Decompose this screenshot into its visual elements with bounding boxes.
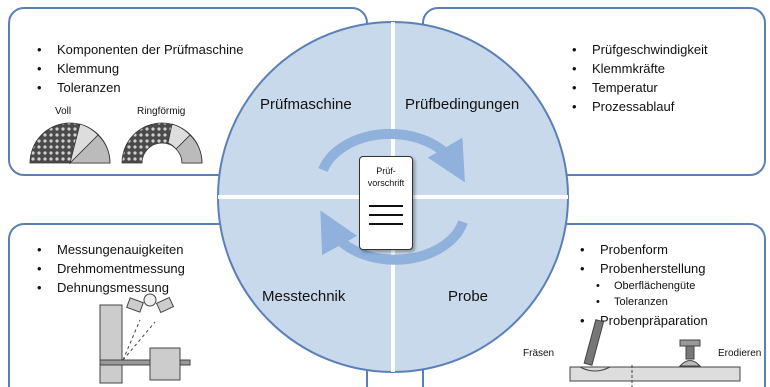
label-voll: Voll: [55, 106, 72, 117]
clamp-full-illustration: [29, 122, 111, 165]
bullet-item: Toleranzen: [35, 78, 243, 97]
probe-bullets-after: Probenpräparation: [578, 311, 708, 330]
cycle-arrow-top: [318, 128, 465, 183]
bullet-item: Probenform: [578, 240, 706, 259]
title-probe: Probe: [448, 288, 489, 305]
quadrant-probe: [392, 196, 570, 374]
title-messtechnik: Messtechnik: [262, 288, 346, 305]
bullet-item: Prozessablauf: [570, 97, 708, 116]
specimen-illustration: [569, 319, 741, 387]
sub-bullet-item: Toleranzen: [578, 294, 695, 310]
bullet-item: Messungenauigkeiten: [35, 240, 185, 259]
clamp-ring-illustration: [121, 122, 203, 164]
document-line: [369, 205, 403, 207]
label-ringfoermig: Ringförmig: [137, 106, 186, 117]
cycle-arrow-bottom: [320, 210, 468, 265]
probe-sub-bullets: Oberflächengüte Toleranzen: [578, 278, 695, 310]
quadrant-pruefmaschine: [216, 20, 394, 198]
bullet-item: Komponenten der Prüfmaschine: [35, 40, 243, 59]
pruefvorschrift-document: Prüf- vorschrift: [359, 156, 413, 250]
measurement-illustration: [99, 293, 191, 384]
bullet-item: Probenherstellung: [578, 259, 706, 278]
title-pruefmaschine: Prüfmaschine: [260, 96, 352, 113]
pruefbedingungen-bullets: Prüfgeschwindigkeit Klemmkräfte Temperat…: [570, 40, 708, 116]
document-line: [369, 223, 403, 225]
label-erodieren: Erodieren: [718, 348, 762, 359]
label-fraesen: Fräsen: [523, 348, 555, 359]
probe-bullets: Probenform Probenherstellung: [578, 240, 706, 278]
bullet-item: Temperatur: [570, 78, 708, 97]
bullet-item: Klemmkräfte: [570, 59, 708, 78]
bullet-item: Dehnungsmessung: [35, 278, 185, 297]
bullet-item: Drehmomentmessung: [35, 259, 185, 278]
title-pruefbedingungen: Prüfbedingungen: [405, 96, 520, 113]
sub-bullet-item: Oberflächengüte: [578, 278, 695, 294]
bullet-item: Probenpräparation: [578, 311, 708, 330]
pruefmaschine-bullets: Komponenten der Prüfmaschine Klemmung To…: [35, 40, 243, 97]
document-line: [369, 214, 403, 216]
bullet-item: Klemmung: [35, 59, 243, 78]
document-title: Prüf- vorschrift: [367, 166, 405, 188]
bullet-item: Prüfgeschwindigkeit: [570, 40, 708, 59]
messtechnik-bullets: Messungenauigkeiten Drehmomentmessung De…: [35, 240, 185, 297]
